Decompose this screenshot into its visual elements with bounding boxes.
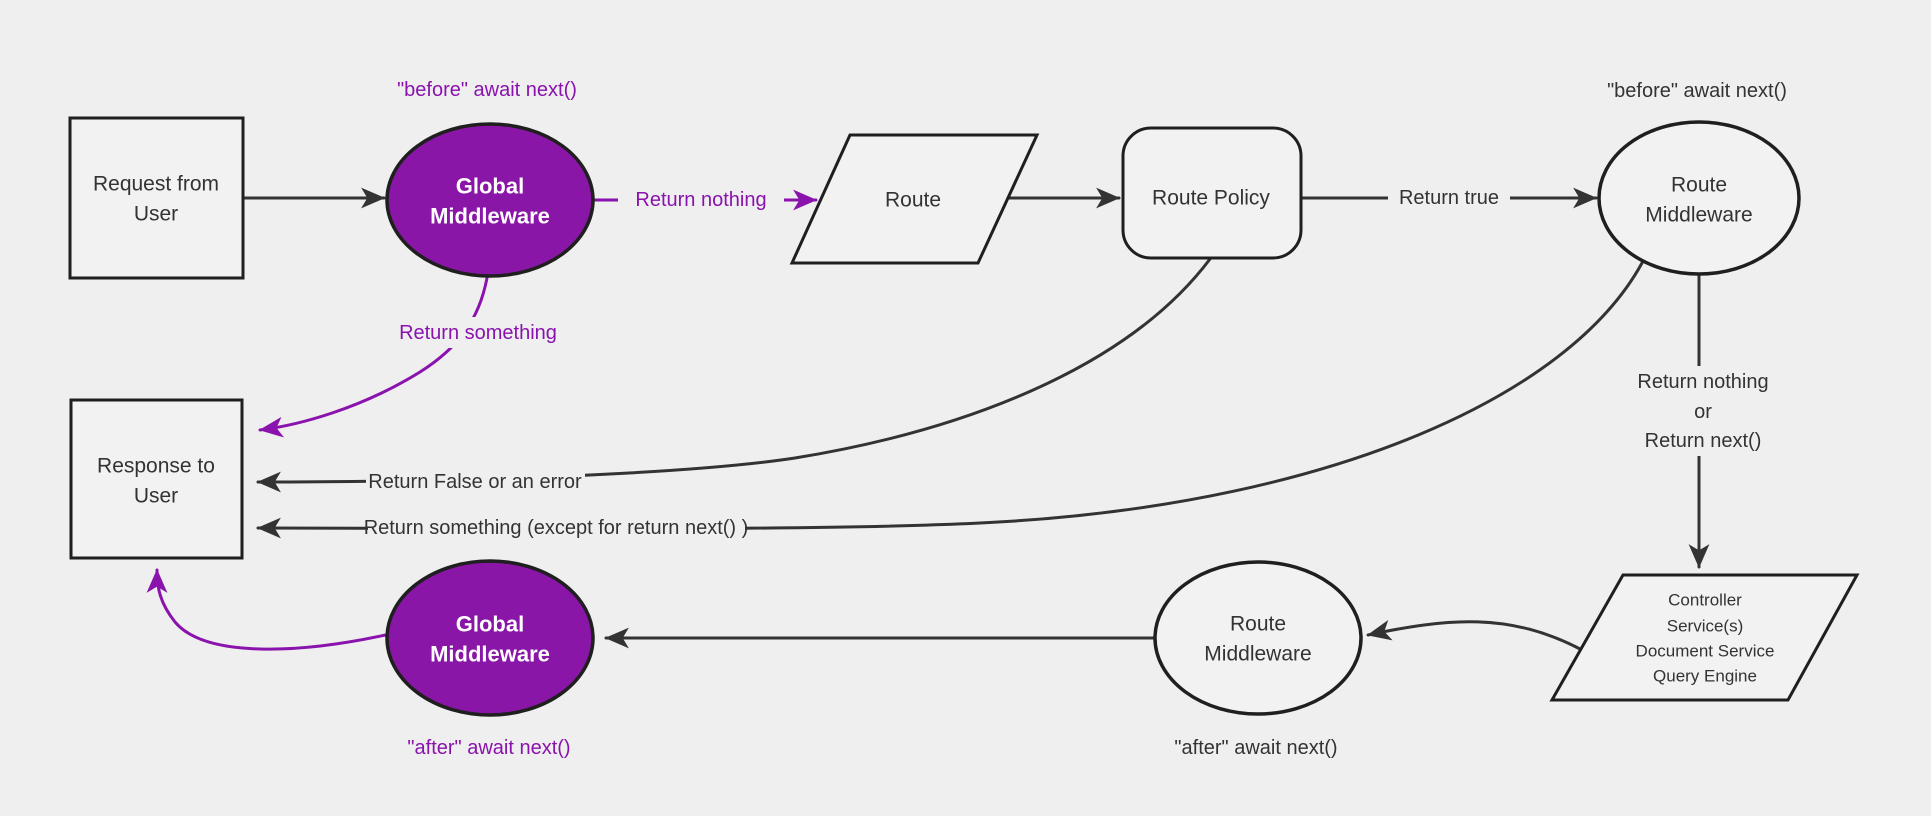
global-middleware-bottom-shape: [385, 559, 595, 717]
label-bg: [387, 317, 569, 348]
svg-text:Service(s): Service(s): [1667, 617, 1744, 636]
edge-label-after-await-next-middle: "after" await next(): [1174, 737, 1337, 759]
svg-text:Route: Route: [1671, 174, 1727, 197]
route-middleware-top-shape: [1597, 120, 1801, 276]
response-to-user-node: Response to User: [69, 398, 244, 560]
svg-text:User: User: [134, 203, 178, 226]
svg-text:Return true: Return true: [1399, 187, 1499, 209]
label-bg: [1608, 366, 1798, 456]
response-node-shape: [69, 398, 244, 560]
label-bg: [618, 184, 784, 215]
route-middleware-bottom-shape: [1153, 560, 1363, 716]
edge-label-return-true: Return true: [1388, 183, 1510, 214]
edge-label-return-something-except: Return something (except for return next…: [364, 512, 749, 543]
edge-return-something-to-response: [258, 276, 489, 438]
svg-text:Controller: Controller: [1668, 591, 1742, 610]
svg-text:Response to: Response to: [97, 455, 215, 478]
svg-text:User: User: [134, 485, 178, 508]
svg-text:Route Policy: Route Policy: [1152, 187, 1270, 210]
svg-text:Document Service: Document Service: [1636, 642, 1775, 661]
route-middleware-top-node: Route Middleware: [1597, 120, 1801, 276]
svg-text:Request from: Request from: [93, 173, 219, 196]
svg-text:Route: Route: [1230, 613, 1286, 636]
svg-text:Query Engine: Query Engine: [1653, 667, 1757, 686]
edge-return-false-to-response: [256, 257, 1212, 493]
route-middleware-bottom-node: Route Middleware: [1153, 560, 1363, 716]
svg-text:Return something (except for r: Return something (except for return next…: [364, 517, 749, 539]
global-middleware-top-node: Global Middleware: [385, 122, 595, 278]
edge-controller-to-route-middleware-bottom: [1366, 620, 1584, 652]
svg-text:Return nothing: Return nothing: [1637, 371, 1768, 393]
global-middleware-bottom-node: Global Middleware: [385, 559, 595, 717]
svg-text:Route: Route: [885, 189, 941, 212]
svg-text:Middleware: Middleware: [1204, 643, 1311, 666]
edge-label-return-something: Return something: [387, 317, 569, 348]
label-bg: [368, 512, 745, 543]
svg-text:Middleware: Middleware: [430, 204, 550, 229]
edge-label-return-nothing: Return nothing: [618, 184, 784, 215]
controller-services-shape: [1549, 573, 1860, 702]
controller-services-node: Controller Service(s) Document Service Q…: [1549, 573, 1860, 702]
route-policy-node: Route Policy: [1121, 126, 1303, 260]
edge-global-middleware-bottom-to-response: [146, 568, 392, 651]
edge-label-before-await-next-top: "before" await next(): [397, 79, 577, 101]
svg-text:Return nothing: Return nothing: [635, 189, 766, 211]
request-node-shape: [68, 116, 245, 280]
svg-text:Return something: Return something: [399, 322, 557, 344]
svg-text:Global: Global: [456, 612, 524, 637]
svg-text:Middleware: Middleware: [430, 642, 550, 667]
label-bg: [1388, 183, 1510, 214]
request-from-user-node: Request from User: [68, 116, 245, 280]
global-middleware-top-shape: [385, 122, 595, 278]
svg-text:Middleware: Middleware: [1645, 204, 1752, 227]
svg-text:Return False or an error: Return False or an error: [368, 471, 582, 493]
svg-text:Global: Global: [456, 174, 524, 199]
route-policy-shape: [1121, 126, 1303, 260]
edge-label-return-false-or-error: Return False or an error: [366, 466, 585, 497]
route-node: Route: [789, 133, 1040, 265]
edge-label-after-await-next-left: "after" await next(): [407, 737, 570, 759]
route-node-shape: [789, 133, 1040, 265]
edge-label-return-nothing-or-next: Return nothing or Return next(): [1608, 366, 1798, 456]
svg-text:Return next(): Return next(): [1645, 430, 1762, 452]
svg-text:or: or: [1694, 401, 1712, 423]
edge-label-before-await-next-right: "before" await next(): [1607, 80, 1787, 102]
label-bg: [366, 466, 585, 497]
